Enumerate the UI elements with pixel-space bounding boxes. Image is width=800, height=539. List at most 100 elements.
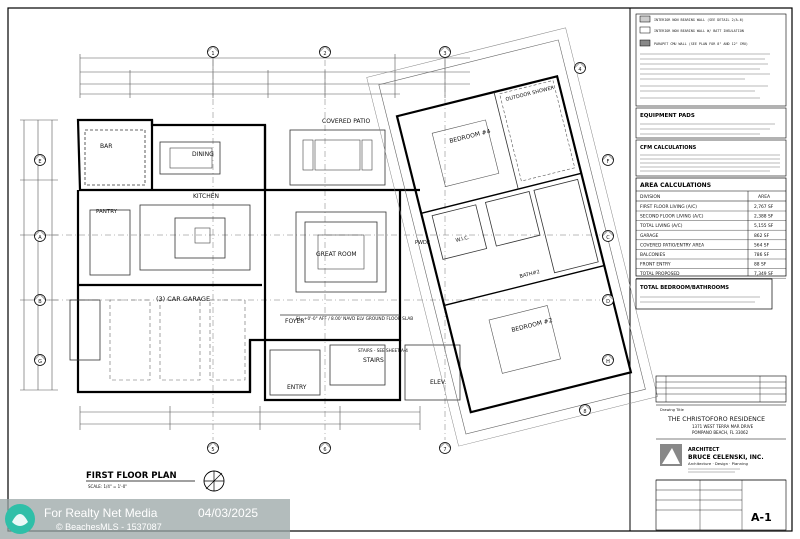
area-col-area: AREA xyxy=(758,194,771,200)
room-label-kitchen: KITCHEN xyxy=(193,193,219,200)
architect-sub: Architecture · Design · Planning xyxy=(688,461,749,466)
room-label-bedroom2: BEDROOM #2 xyxy=(511,317,554,334)
grid-bubble-label: 4 xyxy=(578,67,581,73)
grid-bubble: C xyxy=(602,230,614,242)
architect-block: ARCHITECT BRUCE CELENSKI, INC. Architect… xyxy=(656,444,786,481)
room-label-elev: ELEV. xyxy=(430,379,446,386)
grid-bubble-label: 5 xyxy=(211,447,214,453)
area-calc-title: AREA CALCULATIONS xyxy=(640,182,711,189)
legend-line-2: INTERIOR NON BEARING WALL W/ BATT INSULA… xyxy=(654,29,744,33)
room-label-bath2: BATH#2 xyxy=(519,269,540,280)
watermark-brand: For Realty Net Media xyxy=(44,506,158,520)
dimension-strings-top xyxy=(79,54,470,98)
grid-bubble: H xyxy=(602,354,614,366)
room-label-bedroom4: BEDROOM #4 xyxy=(449,128,492,145)
area-row-value: 88 SF xyxy=(754,262,767,268)
area-row-value: 786 SF xyxy=(754,252,770,258)
architect-logo-mark xyxy=(662,448,680,464)
watermark-band xyxy=(0,499,290,539)
room-label-dining: DINING xyxy=(192,151,214,158)
area-row-value: 7,349 SF xyxy=(754,271,774,277)
grid-bubble: 4 xyxy=(574,62,586,74)
area-calculations-table: AREA CALCULATIONS DIVISION AREA FIRST FL… xyxy=(635,177,787,279)
area-row-value: 5,155 SF xyxy=(754,223,774,229)
area-row-division: GARAGE xyxy=(640,233,659,239)
grid-bubble: 7 xyxy=(439,442,451,454)
area-row-division: SECOND FLOOR LIVING (A/C) xyxy=(640,214,704,220)
grid-bubble-label: 6 xyxy=(323,447,326,453)
area-row-division: FRONT ENTRY xyxy=(640,262,671,268)
grid-bubble: 8 xyxy=(579,404,591,416)
equipment-pads-title: EQUIPMENT PADS xyxy=(640,113,695,119)
project-address-2: POMPANO BEACH, FL 33062 xyxy=(692,430,749,435)
room-label-great-room: GREAT ROOM xyxy=(316,251,357,258)
watermark-date: 04/03/2025 xyxy=(198,506,258,520)
area-row-division: TOTAL LIVING (A/C) xyxy=(639,223,683,229)
area-row-division: TOTAL PROPOSED xyxy=(639,271,680,277)
architect-label: ARCHITECT xyxy=(688,447,720,453)
garage-outlines xyxy=(109,299,246,381)
legend-line-3: PARAPET CMU WALL (SEE PLAN FOR 8" AND 12… xyxy=(654,42,748,46)
room-label-wic: W.I.C. xyxy=(455,235,471,244)
grid-bubble-label: 7 xyxy=(443,447,446,453)
room-label-entry: ENTRY xyxy=(287,384,307,391)
mls-watermark: For Realty Net Media 04/03/2025 © Beache… xyxy=(0,499,290,539)
patio-furniture xyxy=(169,139,373,270)
grid-bubble-label: B xyxy=(38,299,42,305)
project-address-1: 1371 WEST TERRA MAR DRIVE xyxy=(692,424,754,429)
grid-bubble-label: C xyxy=(606,235,610,241)
revisions-table xyxy=(655,375,787,403)
room-label-covered-patio: COVERED PATIO xyxy=(322,118,370,125)
project-title-block: Drawing Title THE CHRISTOFORO RESIDENCE … xyxy=(656,404,786,440)
room-label-pwdr: PWDR xyxy=(415,240,431,246)
area-row-value: 2,767 SF xyxy=(754,204,774,210)
sheet-border xyxy=(7,7,793,532)
area-col-division: DIVISION xyxy=(640,194,660,200)
drawing-title: FIRST FLOOR PLAN xyxy=(86,471,177,481)
watermark-listing: © BeachesMLS - 1537087 xyxy=(56,522,162,532)
grid-bubble: 3 xyxy=(439,46,451,58)
drawing-scale: SCALE: 1/4" = 1'-0" xyxy=(88,484,127,489)
area-row-division: COVERED PATIO/ENTRY AREA xyxy=(640,242,704,248)
room-labels: BAR DINING KITCHEN PANTRY COVERED PATIO … xyxy=(96,85,555,391)
area-row-value: 564 SF xyxy=(754,242,770,248)
cfm-title: CFM CALCULATIONS xyxy=(640,145,697,151)
bedrooms-title: TOTAL BEDROOM/BATHROOMS xyxy=(640,285,729,291)
area-row-division: FIRST FLOOR LIVING (A/C) xyxy=(640,204,697,210)
grid-bubble-label: 8 xyxy=(583,409,586,415)
grid-bubble-label: 2 xyxy=(323,51,326,57)
grid-bubble: G xyxy=(34,354,46,366)
architect-name: BRUCE CELENSKI, INC. xyxy=(688,454,764,461)
grid-bubble: B xyxy=(34,294,46,306)
room-label-stairs: STAIRS xyxy=(363,357,384,364)
room-label-foyer: FOYER xyxy=(285,318,304,325)
grid-bubble: 2 xyxy=(319,46,331,58)
wall-legend: INTERIOR NON BEARING WALL (SEE DETAIL 2/… xyxy=(635,13,787,107)
grid-bubble-label: 3 xyxy=(443,51,446,57)
grid-bubble-label: 1 xyxy=(211,51,214,57)
grid-bubble-label: A xyxy=(38,235,42,241)
dimension-strings-bottom xyxy=(79,406,421,430)
area-rows: FIRST FLOOR LIVING (A/C) 2,767 SF SECOND F… xyxy=(636,204,786,279)
room-label-pantry: PANTRY xyxy=(96,209,118,215)
cfm-panel: CFM CALCULATIONS xyxy=(635,139,787,177)
room-label-garage: (3) CAR GARAGE xyxy=(156,295,210,303)
grid-bubble: 1 xyxy=(207,46,219,58)
grid-bubble-label: F xyxy=(607,159,610,165)
foyer-slab-note: EL. +0'-0" AFF / 8.00' NAVD ELV GROUND F… xyxy=(296,316,413,322)
bedrooms-panel: TOTAL BEDROOM/BATHROOMS xyxy=(635,278,773,310)
area-row-division: BALCONIES xyxy=(640,252,665,258)
grid-bubble-label: D xyxy=(606,299,610,305)
sheet-number: A-1 xyxy=(751,511,772,524)
room-label-bar: BAR xyxy=(100,143,112,150)
area-row-value: 862 SF xyxy=(754,233,770,239)
grid-bubble-label: E xyxy=(38,159,41,165)
grid-bubble: 6 xyxy=(319,442,331,454)
grid-bubble: E xyxy=(34,154,46,166)
project-name: THE CHRISTOFORO RESIDENCE xyxy=(667,416,765,423)
legend-notes-text-lines xyxy=(640,53,770,99)
grid-bubble: A xyxy=(34,230,46,242)
grid-bubble: 5 xyxy=(207,442,219,454)
exterior-walls xyxy=(76,118,420,402)
